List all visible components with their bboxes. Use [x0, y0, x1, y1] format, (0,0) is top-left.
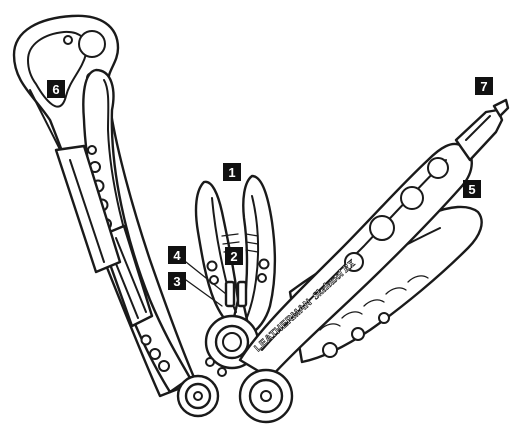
- right-handle: LEATHERMAN Skeletool RX: [238, 98, 510, 380]
- pliers: [194, 174, 276, 377]
- svg-text:5: 5: [468, 182, 475, 197]
- callout-2: 2: [225, 247, 243, 265]
- lanyard-hole: [63, 35, 73, 45]
- right-pivot-screw: [238, 368, 294, 424]
- callout-4: 4: [168, 246, 186, 264]
- svg-text:1: 1: [228, 165, 235, 180]
- leader-lines: [185, 261, 227, 307]
- callout-3: 3: [168, 272, 186, 290]
- large-handle-hole: [78, 30, 106, 58]
- callout-7: 7: [475, 77, 493, 95]
- svg-text:4: 4: [173, 248, 181, 263]
- callout-1: 1: [223, 163, 241, 181]
- callout-6: 6: [47, 80, 65, 98]
- left-pivot-screw: [176, 374, 220, 418]
- svg-text:6: 6: [52, 82, 59, 97]
- svg-text:2: 2: [230, 249, 237, 264]
- callout-5: 5: [463, 180, 481, 198]
- svg-text:3: 3: [173, 274, 180, 289]
- svg-text:7: 7: [480, 79, 487, 94]
